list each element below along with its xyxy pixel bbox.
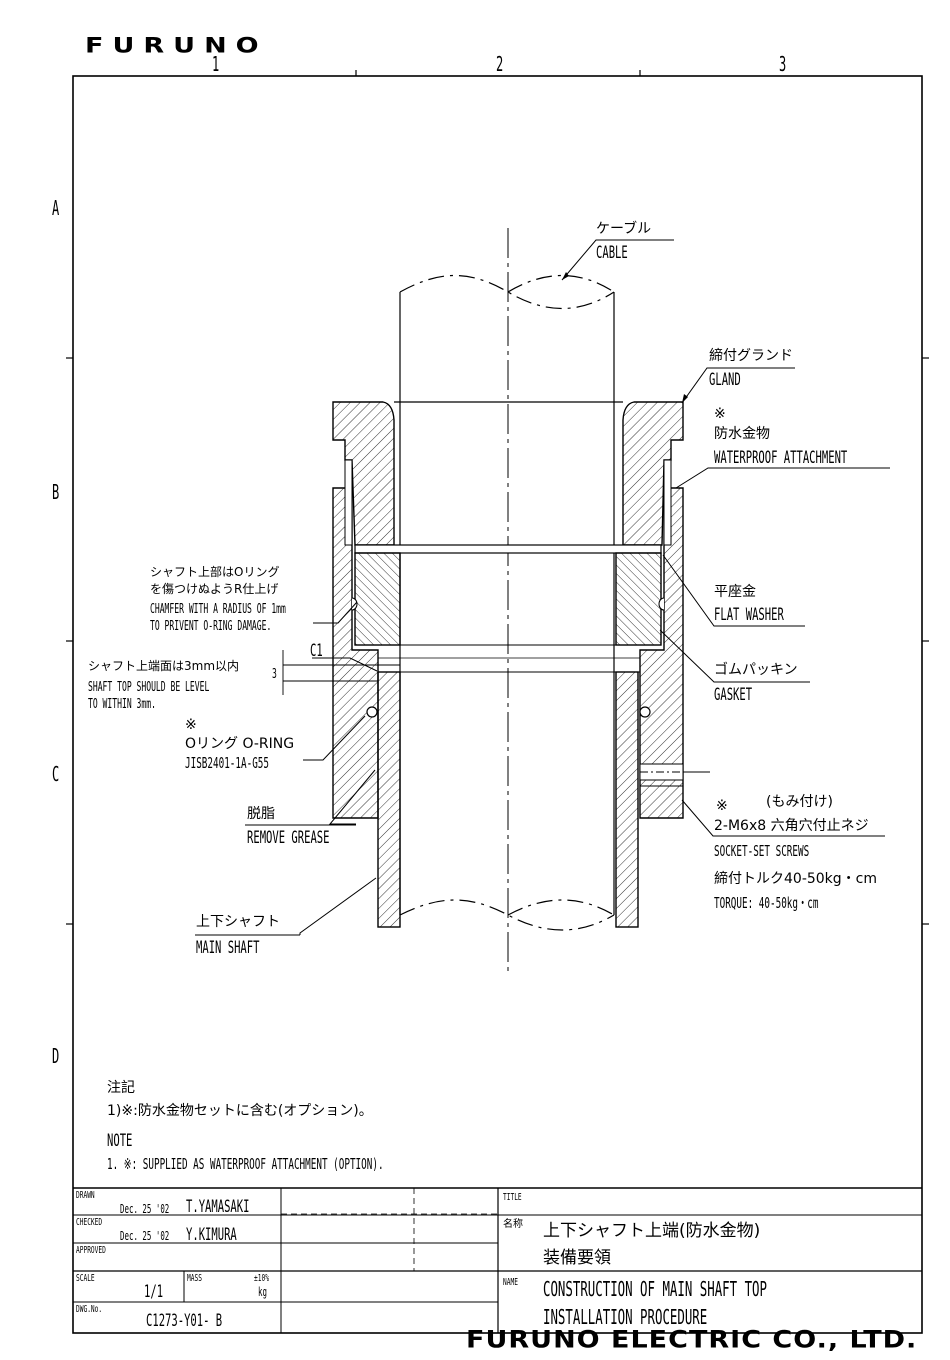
gland-label-en: GLAND <box>709 370 741 390</box>
zone-col-1: 1 <box>212 52 220 76</box>
screw-label-jp2: 2-M6x8 六角穴付止ネジ <box>714 818 869 834</box>
o-ring-right <box>639 706 651 718</box>
note-1-jp: 1)※:防水金物セットに含む(オプション)。 <box>107 1103 373 1119</box>
gasket-left <box>354 552 401 646</box>
note-title-en: NOTE <box>107 1131 133 1151</box>
chamfer-label-en2: TO PRIVENT O-RING DAMAGE. <box>150 619 272 634</box>
note-1-en: 1. ※: SUPPLIED AS WATERPROOF ATTACHMENT … <box>107 1155 384 1173</box>
note-title-jp: 注記 <box>107 1080 135 1096</box>
dwg-number: C1273-Y01- B <box>146 1311 223 1331</box>
scale-value: 1/1 <box>144 1282 164 1302</box>
title-jp-line2: 装備要領 <box>543 1248 611 1268</box>
waterproof-label-jp: 防水金物 <box>714 426 770 442</box>
cable <box>399 275 615 931</box>
zone-row-a: A <box>52 196 60 220</box>
oring-label-jp: Oリング O-RING <box>185 736 295 752</box>
checked-label: CHECKED <box>76 1217 103 1228</box>
company-name: FURUNO ELECTRIC CO., LTD. <box>466 1326 918 1354</box>
screw-label-en: SOCKET-SET SCREWS <box>714 842 810 860</box>
drawn-label: DRAWN <box>76 1190 95 1201</box>
dwg-label: DWG.No. <box>76 1304 103 1315</box>
waterproof-label-en: WATERPROOF ATTACHMENT <box>714 448 848 468</box>
gasket-label-jp: ゴムパッキン <box>714 662 798 678</box>
gasket-right <box>615 552 662 646</box>
shaft-label-en: MAIN SHAFT <box>196 938 260 958</box>
title-block <box>73 1187 922 1333</box>
mass-tolerance: ±10% <box>254 1273 269 1284</box>
title-label: TITLE <box>503 1192 522 1203</box>
level-label-en1: SHAFT TOP SHOULD BE LEVEL <box>88 680 210 695</box>
level-label-en2: TO WITHIN 3mm. <box>88 697 156 712</box>
main-shaft-left <box>377 671 401 928</box>
zone-row-b: B <box>52 480 60 504</box>
zone-col-2: 2 <box>496 52 504 76</box>
chamfer-label-jp1: シャフト上部はOリング <box>150 565 280 579</box>
gland-label-jp: 締付グランド <box>709 348 793 364</box>
cable-label-jp: ケーブル <box>596 221 652 237</box>
grease-label-en: REMOVE GREASE <box>247 828 330 848</box>
drawn-date: Dec. 25 '02 <box>120 1202 170 1216</box>
screw-label-jp1: (もみ付け) <box>766 794 833 810</box>
torque-label-jp: 締付トルク40-50kg・cm <box>714 871 878 887</box>
chamfer-label-jp2: を傷つけぬようR仕上げ <box>150 582 279 596</box>
chamfer-label-en1: CHAMFER WITH A RADIUS OF 1mm <box>150 602 286 617</box>
oring-label-en: JISB2401-1A-G55 <box>185 754 269 772</box>
screw-mark: ※ <box>716 798 728 814</box>
title-jp-line1: 上下シャフト上端(防水金物) <box>543 1221 761 1241</box>
title-en-line2: INSTALLATION PROCEDURE <box>543 1305 708 1329</box>
torque-label-en: TORQUE: 40-50kg・cm <box>714 894 819 912</box>
o-ring-left <box>366 706 378 718</box>
dim-3: 3 <box>272 667 277 682</box>
scale-label: SCALE <box>76 1273 95 1284</box>
drawn-name: T.YAMASAKI <box>186 1197 250 1217</box>
c1-label: C1 <box>310 641 323 661</box>
grease-label-jp: 脱脂 <box>247 806 275 822</box>
cable-label-en: CABLE <box>596 243 628 263</box>
name-label: NAME <box>503 1277 518 1288</box>
zone-col-3: 3 <box>779 52 787 76</box>
gasket-label-en: GASKET <box>714 685 753 705</box>
shaft-label-jp: 上下シャフト <box>196 914 280 930</box>
name-jp-label: 名称 <box>503 1219 523 1230</box>
checked-date: Dec. 25 '02 <box>120 1229 170 1243</box>
title-en-line1: CONSTRUCTION OF MAIN SHAFT TOP <box>543 1277 767 1301</box>
level-label-jp: シャフト上端面は3mm以内 <box>88 659 240 673</box>
main-shaft-right <box>615 671 639 928</box>
oring-mark: ※ <box>185 717 197 733</box>
furuno-logo: FURUNO <box>85 34 268 59</box>
washer-label-jp: 平座金 <box>714 584 756 600</box>
washer-label-en: FLAT WASHER <box>714 605 784 625</box>
approved-label: APPROVED <box>76 1245 106 1256</box>
mass-label: MASS <box>187 1273 202 1284</box>
checked-name: Y.KIMURA <box>186 1225 237 1245</box>
zone-row-d: D <box>52 1044 60 1068</box>
mass-unit: kg <box>258 1285 267 1299</box>
drawing-border <box>72 75 923 1334</box>
waterproof-mark: ※ <box>714 406 726 422</box>
zone-row-c: C <box>52 762 60 786</box>
flat-washer <box>354 544 662 554</box>
